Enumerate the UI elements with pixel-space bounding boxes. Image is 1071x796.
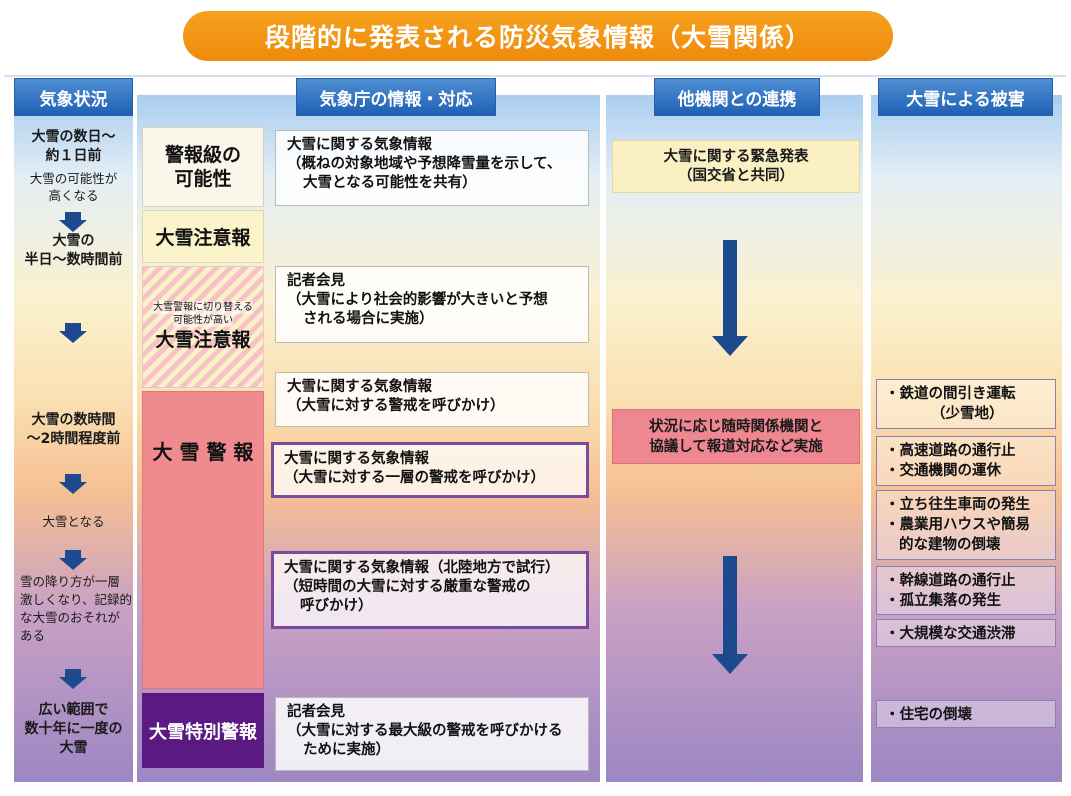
weather-stage-1-line1: 大雪の数日〜	[31, 129, 116, 145]
emergency-announcement: 大雪に関する緊急発表 （国交省と共同）	[612, 140, 860, 193]
info-1-line1: 大雪に関する気象情報	[287, 137, 432, 153]
emergency-line1: 大雪に関する緊急発表	[663, 149, 809, 165]
damage-3-line3: 的な建物の倒壊	[899, 537, 1001, 553]
coordination-box: 状況に応じ随時関係機関と 協議して報道対応など実施	[612, 409, 860, 464]
level-switch-note-line2: 可能性が高い	[173, 314, 233, 327]
info-5-line1: 大雪に関する気象情報（北陸地方で試行）	[284, 560, 560, 576]
weather-stage-1-sub: 大雪の可能性が 高くなる	[14, 170, 133, 204]
weather-stage-3-line1: 大雪の数時間	[31, 412, 116, 428]
info-box-5: 大雪に関する気象情報（北陸地方で試行） （短時間の大雪に対する厳重な警戒の 呼び…	[271, 551, 589, 629]
down-arrow-icon	[59, 323, 87, 343]
level-possibility-line1: 警報級の	[164, 144, 241, 166]
info-box-3: 大雪に関する気象情報 （大雪に対する警戒を呼びかけ）	[275, 372, 589, 427]
weather-stage-2-line1: 大雪の	[52, 233, 95, 249]
damage-4-line2: ・孤立集落の発生	[885, 593, 1001, 609]
info-5-line2: （短時間の大雪に対する厳重な警戒の	[284, 579, 531, 595]
info-2-line2: （大雪により社会的影響が大きいと予想	[287, 292, 548, 308]
level-advisory: 大雪注意報	[142, 210, 264, 263]
weather-stage-5: 雪の降り方が一層 激しくなり、記録的 な大雪のおそれが ある	[20, 573, 132, 645]
header-jma: 気象庁の情報・対応	[296, 78, 496, 116]
info-2-line3: される場合に実施）	[303, 311, 434, 327]
damage-item-4: ・幹線道路の通行止 ・孤立集落の発生	[876, 566, 1056, 615]
level-advisory-2: 大雪注意報	[155, 329, 251, 351]
header-damage: 大雪による被害	[878, 78, 1053, 116]
damage-item-1: ・鉄道の間引き運転 （少雪地）	[876, 379, 1056, 429]
down-arrow-icon	[712, 336, 748, 356]
weather-stage-6-line3: 大雪	[59, 740, 88, 756]
down-arrow-icon	[59, 474, 87, 494]
weather-column	[14, 95, 133, 782]
damage-1-line1: ・鉄道の間引き運転	[885, 386, 1016, 402]
page-title: 段階的に発表される防災気象情報（大雪関係）	[183, 11, 893, 61]
down-arrow-icon	[59, 669, 87, 689]
damage-4-line1: ・幹線道路の通行止	[885, 573, 1016, 589]
weather-stage-2-title: 大雪の 半日〜数時間前	[14, 232, 133, 270]
info-3-line2: （大雪に対する警戒を呼びかけ）	[287, 398, 505, 414]
info-6-line1: 記者会見	[287, 704, 345, 720]
info-box-1: 大雪に関する気象情報 （概ねの対象地域や予想降雪量を示して、 大雪となる可能性を…	[275, 130, 589, 206]
info-2-line1: 記者会見	[287, 273, 345, 289]
weather-stage-1-sub-line2: 高くなる	[48, 188, 99, 203]
weather-stage-5-line2: 激しくなり、記録的	[20, 592, 133, 607]
info-1-line2: （概ねの対象地域や予想降雪量を示して、	[287, 156, 562, 172]
arrow-shaft	[723, 240, 737, 336]
level-special-warning: 大雪特別警報	[142, 693, 264, 768]
damage-3-line2: ・農業用ハウスや簡易	[885, 517, 1030, 533]
info-box-4: 大雪に関する気象情報 （大雪に対する一層の警戒を呼びかけ）	[271, 442, 589, 498]
damage-3-line1: ・立ち往生車両の発生	[885, 497, 1030, 513]
info-5-line3: 呼びかけ）	[300, 598, 373, 614]
weather-stage-6-title: 広い範囲で 数十年に一度の 大雪	[14, 701, 133, 758]
level-possibility-line2: 可能性	[174, 168, 232, 190]
weather-stage-3-title: 大雪の数時間 〜2時間程度前	[14, 411, 133, 449]
weather-stage-1-title: 大雪の数日〜 約１日前	[14, 128, 133, 166]
damage-item-2: ・高速道路の通行止 ・交通機関の運休	[876, 436, 1056, 486]
damage-item-3: ・立ち往生車両の発生 ・農業用ハウスや簡易 的な建物の倒壊	[876, 490, 1056, 560]
coordination-line1: 状況に応じ随時関係機関と	[649, 419, 823, 435]
info-3-line1: 大雪に関する気象情報	[287, 379, 432, 395]
down-arrow-icon	[59, 212, 87, 232]
level-warning: 大 雪 警 報	[142, 391, 264, 689]
info-box-2: 記者会見 （大雪により社会的影響が大きいと予想 される場合に実施）	[275, 266, 589, 343]
info-4-line2: （大雪に対する一層の警戒を呼びかけ）	[284, 470, 545, 486]
level-switch-note-line1: 大雪警報に切り替える	[153, 301, 253, 314]
weather-stage-5-line3: な大雪のおそれが	[20, 610, 121, 625]
coordination-line2: 協議して報道対応など実施	[649, 439, 823, 455]
header-weather: 気象状況	[14, 78, 133, 116]
weather-stage-2-line2: 半日〜数時間前	[24, 252, 123, 268]
header-agencies: 他機関との連携	[654, 78, 820, 116]
damage-2-line1: ・高速道路の通行止	[885, 443, 1016, 459]
weather-stage-4: 大雪となる	[42, 514, 105, 529]
info-box-6: 記者会見 （大雪に対する最大級の警戒を呼びかける ために実施）	[275, 697, 589, 771]
damage-column	[871, 95, 1062, 782]
weather-stage-5-line1: 雪の降り方が一層	[20, 574, 121, 589]
weather-stage-6-line1: 広い範囲で	[38, 702, 109, 718]
weather-stage-6-line2: 数十年に一度の	[24, 721, 123, 737]
arrow-shaft	[723, 556, 737, 654]
info-6-line2: （大雪に対する最大級の警戒を呼びかける	[287, 723, 563, 739]
weather-stage-3-line2: 〜2時間程度前	[26, 431, 121, 447]
down-arrow-icon	[59, 550, 87, 570]
divider	[4, 75, 1066, 77]
damage-item-6: ・住宅の倒壊	[876, 700, 1056, 728]
down-arrow-icon	[712, 654, 748, 674]
damage-1-line2: （少雪地）	[931, 406, 1004, 422]
level-warning-possibility: 警報級の 可能性	[142, 127, 264, 207]
damage-2-line2: ・交通機関の運休	[885, 463, 1001, 479]
info-6-line3: ために実施）	[303, 742, 390, 758]
emergency-line2: （国交省と共同）	[678, 168, 794, 184]
info-1-line3: 大雪となる可能性を共有）	[303, 175, 477, 191]
weather-stage-1-line2: 約１日前	[45, 148, 102, 164]
weather-stage-5-line4: ある	[20, 628, 46, 643]
weather-stage-1-sub-line1: 大雪の可能性が	[29, 171, 118, 186]
damage-item-5: ・大規模な交通渋滞	[876, 619, 1056, 647]
info-4-line1: 大雪に関する気象情報	[284, 451, 429, 467]
level-advisory-switch: 大雪警報に切り替える 可能性が高い 大雪注意報	[142, 266, 264, 388]
